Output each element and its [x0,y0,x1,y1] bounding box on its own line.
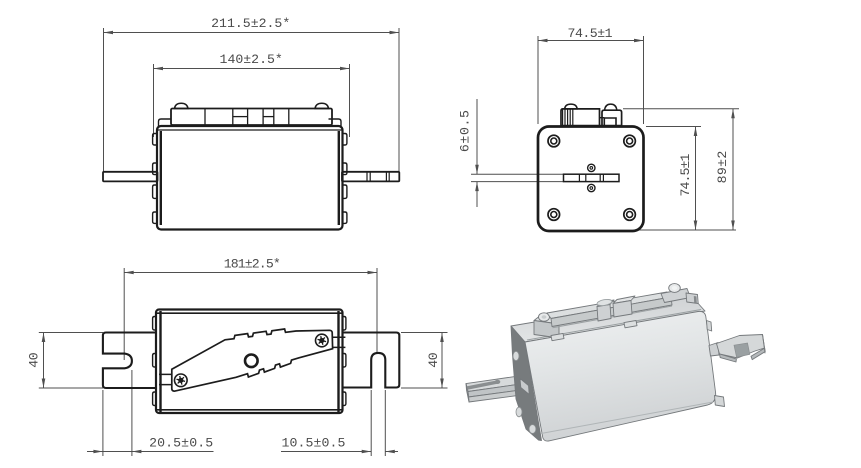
svg-text:10.5±0.5: 10.5±0.5 [281,436,345,451]
svg-text:40: 40 [26,352,41,367]
svg-text:20.5±0.5: 20.5±0.5 [149,436,213,451]
svg-text:74.5±1: 74.5±1 [568,26,613,41]
svg-text:181±2.5*: 181±2.5* [224,257,280,272]
svg-text:6±0.5: 6±0.5 [458,110,473,153]
svg-text:89±2: 89±2 [715,150,730,183]
svg-text:74.5±1: 74.5±1 [678,153,693,196]
svg-text:40: 40 [426,352,441,367]
svg-text:140±2.5*: 140±2.5* [220,52,283,67]
svg-text:211.5±2.5*: 211.5±2.5* [211,16,290,31]
